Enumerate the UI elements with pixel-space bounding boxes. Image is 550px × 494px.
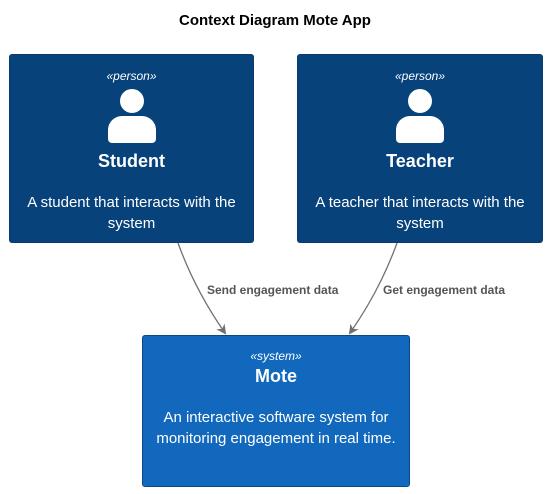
- teacher-description: A teacher that interacts with the system: [315, 194, 525, 232]
- person-icon: [106, 89, 158, 145]
- person-icon: [394, 89, 446, 145]
- student-stereotype: «person»: [106, 69, 157, 83]
- edge-label-send: Send engagement data: [207, 283, 339, 297]
- edge-label-get: Get engagement data: [383, 283, 505, 297]
- teacher-name: Teacher: [386, 151, 454, 171]
- mote-description: An interactive software system for monit…: [156, 409, 396, 447]
- mote-name: Mote: [255, 366, 297, 386]
- teacher-node[interactable]: «person» Teacher A teacher that interact…: [297, 54, 543, 243]
- student-node[interactable]: «person» Student A student that interact…: [9, 54, 254, 243]
- mote-stereotype: «system»: [250, 349, 302, 363]
- teacher-stereotype: «person»: [394, 69, 446, 83]
- edge-teacher-to-mote[interactable]: [348, 242, 398, 335]
- edge-student-to-mote[interactable]: [177, 242, 227, 335]
- diagram-title: Context Diagram Mote App: [179, 12, 371, 29]
- mote-system-node[interactable]: «system» Mote An interactive software sy…: [142, 335, 410, 487]
- student-description: A student that interacts with the system: [27, 194, 236, 232]
- student-name: Student: [98, 151, 165, 171]
